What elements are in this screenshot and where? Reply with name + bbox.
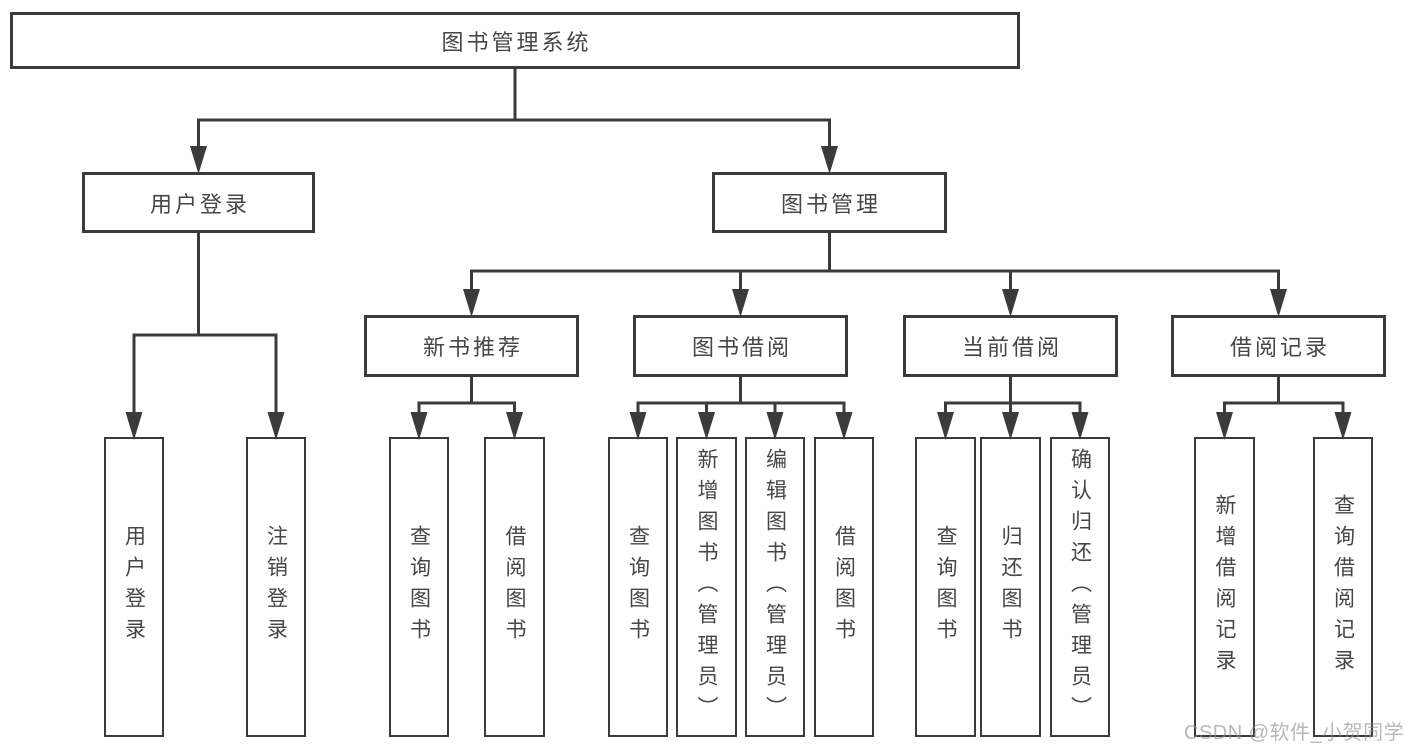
node-book-management: 图书管理 <box>712 172 947 233</box>
leaf-borrow-books-recommend-label: 借阅图书 <box>503 525 526 649</box>
leaf-add-books: 新增图书（管理员） <box>676 437 737 737</box>
node-borrowing-records: 借阅记录 <box>1171 315 1386 377</box>
node-current-borrowing-label: 当前借阅 <box>961 335 1062 360</box>
leaf-query-books-borrowing-label: 查询图书 <box>626 525 650 649</box>
leaf-query-books-recommend-label: 查询图书 <box>407 525 431 649</box>
leaf-logout: 注销登录 <box>246 437 306 737</box>
node-book-borrowing-label: 图书借阅 <box>691 335 792 360</box>
leaf-borrow-books-borrowing-label: 借阅图书 <box>832 525 856 649</box>
leaf-query-books-borrowing: 查询图书 <box>608 437 668 737</box>
node-user-login-label: 用户登录 <box>149 191 250 217</box>
leaf-user-login-label: 用户登录 <box>122 525 146 649</box>
leaf-user-login: 用户登录 <box>104 437 164 737</box>
node-root-label: 图书管理系统 <box>441 29 592 55</box>
node-borrowing-records-label: 借阅记录 <box>1229 335 1330 360</box>
leaf-borrow-books-recommend: 借阅图书 <box>484 437 545 737</box>
leaf-add-books-label: 新增图书（管理员） <box>695 447 718 727</box>
leaf-logout-label: 注销登录 <box>264 525 288 649</box>
leaf-add-borrow-record: 新增借阅记录 <box>1194 437 1255 737</box>
leaf-query-books-current: 查询图书 <box>915 437 976 737</box>
leaf-edit-books: 编辑图书（管理员） <box>745 437 805 737</box>
node-new-book-recommend-label: 新书推荐 <box>422 335 523 360</box>
leaf-query-borrow-record-label: 查询借阅记录 <box>1331 494 1355 680</box>
node-book-borrowing: 图书借阅 <box>633 315 848 377</box>
leaf-confirm-return-label: 确认归还（管理员） <box>1068 447 1092 727</box>
leaf-return-books-label: 归还图书 <box>999 525 1022 649</box>
leaf-edit-books-label: 编辑图书（管理员） <box>763 447 787 727</box>
leaf-return-books: 归还图书 <box>980 437 1041 737</box>
leaf-borrow-books-borrowing: 借阅图书 <box>814 437 874 737</box>
node-book-management-label: 图书管理 <box>780 191 881 217</box>
node-current-borrowing: 当前借阅 <box>903 315 1118 377</box>
node-new-book-recommend: 新书推荐 <box>364 315 579 377</box>
leaf-add-borrow-record-label: 新增借阅记录 <box>1213 494 1236 680</box>
leaf-query-borrow-record: 查询借阅记录 <box>1313 437 1373 737</box>
node-user-login: 用户登录 <box>82 172 315 233</box>
leaf-query-books-current-label: 查询图书 <box>934 525 957 649</box>
node-root: 图书管理系统 <box>10 12 1020 69</box>
leaf-query-books-recommend: 查询图书 <box>389 437 449 737</box>
leaf-confirm-return: 确认归还（管理员） <box>1050 437 1110 737</box>
